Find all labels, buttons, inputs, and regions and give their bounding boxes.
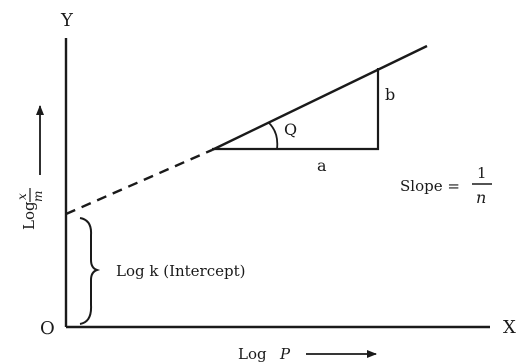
y-axis-label: Y bbox=[60, 10, 74, 31]
x-quantity-variable: P bbox=[279, 345, 291, 363]
y-quantity-denominator: m bbox=[31, 191, 45, 202]
x-quantity-label: Log P bbox=[238, 345, 291, 363]
y-quantity-numerator: x bbox=[15, 193, 29, 200]
intercept-brace bbox=[79, 217, 101, 325]
origin-label: O bbox=[40, 318, 55, 339]
slope-denominator: n bbox=[476, 188, 486, 207]
y-quantity-label: Log x m bbox=[15, 188, 45, 230]
isotherm-line bbox=[211, 44, 428, 152]
x-axis-label: X bbox=[503, 317, 516, 338]
angle-arc bbox=[267, 121, 279, 150]
x-quantity-prefix: Log bbox=[238, 345, 267, 363]
intercept-label: Log k (Intercept) bbox=[116, 262, 246, 280]
slope-numerator: 1 bbox=[477, 164, 487, 182]
slope-label: Slope = bbox=[400, 177, 460, 195]
angle-label: Q bbox=[284, 120, 297, 139]
extrapolated-line bbox=[65, 148, 213, 216]
y-quantity-prefix: Log bbox=[20, 201, 38, 230]
height-label: b bbox=[385, 85, 395, 104]
base-label: a bbox=[317, 156, 327, 175]
